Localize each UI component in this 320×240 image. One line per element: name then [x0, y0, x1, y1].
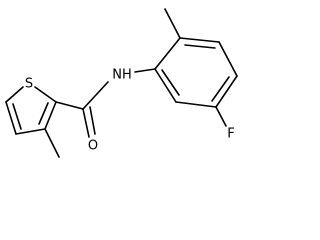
- bond-c3-methyl: [44, 128, 60, 158]
- thiophene-ring: [5, 86, 57, 135]
- sulfur-atom-label: S: [25, 77, 33, 92]
- bond-carbonyl-n: [82, 81, 109, 110]
- bond-ar-c3-c4: [218, 41, 238, 77]
- bond-ar-c4-c5: [215, 75, 238, 108]
- amide-nh-label: NH: [112, 68, 132, 83]
- bond-c4-c3: [15, 128, 46, 135]
- bond-c2-carbonyl: [55, 101, 84, 110]
- bond-c2-s: [34, 86, 57, 103]
- bond-ar-c1-c2: [154, 37, 181, 70]
- bond-ar-c4-c5-inner: [211, 76, 230, 102]
- amide-group: [55, 68, 156, 138]
- bond-ar-c6-c1-inner: [161, 69, 180, 96]
- bond-c5-c4: [5, 101, 17, 135]
- bond-carbonyl-o: [82, 108, 90, 138]
- bond-n-aryl: [134, 68, 156, 73]
- benzene-ring: [154, 37, 238, 108]
- bond-c3-c2: [44, 101, 57, 130]
- bond-ar-c5-c6: [175, 101, 217, 108]
- molecule-structure: S NH O F: [5, 8, 238, 158]
- bond-ar-c2-c3: [179, 37, 220, 43]
- bond-ar-methyl: [164, 8, 181, 39]
- bond-ar-c2-c3-inner: [184, 44, 216, 49]
- bond-ar-c6-c1: [154, 68, 177, 103]
- bond-c5-c4-inner: [12, 103, 22, 130]
- bond-c3-c2-inner: [38, 102, 49, 125]
- bond-ar-fluorine: [215, 106, 227, 127]
- bond-carbonyl-o-double: [89, 106, 96, 135]
- fluorine-atom-label: F: [227, 127, 234, 142]
- bond-s-c5: [5, 86, 24, 103]
- carbonyl-oxygen-label: O: [88, 139, 98, 154]
